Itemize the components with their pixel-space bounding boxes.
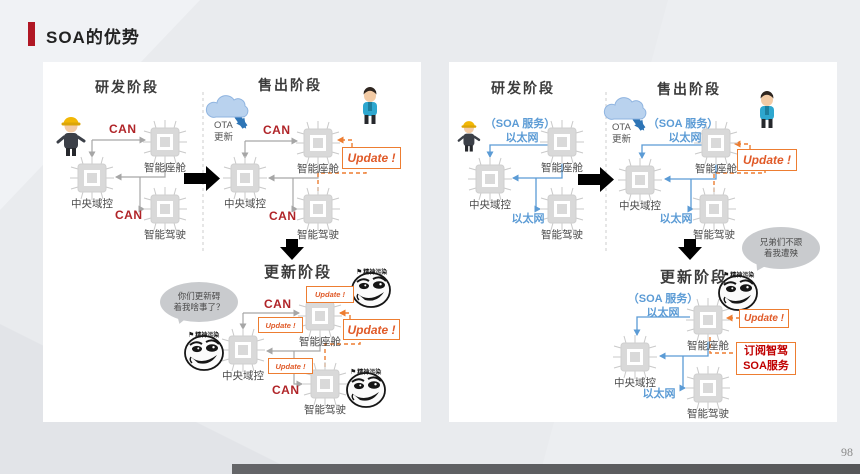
node-label-cockpit: 智能座舱 bbox=[541, 162, 583, 174]
update-callout: Update ! bbox=[737, 149, 797, 171]
bus-label-ethernet: 以太网 bbox=[659, 213, 693, 225]
speech-bubble-relief: 兄弟们不跟 着我遭殃 bbox=[742, 227, 820, 269]
slide-title: SOA的优势 bbox=[46, 28, 140, 47]
phase-header-update: 更新阶段 bbox=[264, 264, 333, 281]
node-label-driving: 智能驾驶 bbox=[693, 229, 735, 241]
node-label-central: 中央域控 bbox=[71, 198, 113, 210]
bus-label-can: CAN bbox=[269, 209, 297, 223]
phase-header-update: 更新阶段 bbox=[660, 269, 729, 286]
update-callout: Update ! bbox=[268, 358, 313, 374]
bus-label-ethernet: 以太网 bbox=[505, 132, 539, 144]
node-label-central: 中央域控 bbox=[224, 198, 266, 210]
node-label-cockpit: 智能座舱 bbox=[297, 163, 339, 175]
node-label-cockpit: 智能座舱 bbox=[144, 162, 186, 174]
bus-label-can: CAN bbox=[264, 297, 292, 311]
subscribe-soa-service-callout: 订阅智驾 SOA服务 bbox=[736, 342, 796, 375]
node-label-driving: 智能驾驶 bbox=[687, 408, 729, 420]
node-label-central: 中央域控 bbox=[619, 200, 661, 212]
node-label-central: 中央域控 bbox=[614, 377, 656, 389]
ota-update-label: OTA 更新 bbox=[612, 122, 632, 146]
meme-flag-icon: ⚑精神污染 bbox=[723, 272, 755, 279]
soa-service-label: （SOA 服务） bbox=[484, 118, 556, 130]
node-label-driving: 智能驾驶 bbox=[297, 229, 339, 241]
bus-label-can: CAN bbox=[109, 122, 137, 136]
update-callout: Update ! bbox=[343, 319, 400, 340]
node-label-central: 中央域控 bbox=[469, 199, 511, 211]
soa-service-label: （SOA 服务） bbox=[647, 118, 719, 130]
node-label-driving: 智能驾驶 bbox=[144, 229, 186, 241]
soa-service-label: （SOA 服务） bbox=[627, 293, 699, 305]
update-callout: Update ! bbox=[739, 309, 789, 328]
page-number: 98 bbox=[841, 445, 853, 459]
speech-bubble-complaint: 你们更新碍 着我啥事了？ bbox=[160, 282, 238, 322]
bus-label-ethernet: 以太网 bbox=[511, 213, 545, 225]
node-label-cockpit: 智能座舱 bbox=[695, 163, 737, 175]
meme-flag-icon: ⚑精神污染 bbox=[188, 332, 220, 339]
phase-header-sold: 售出阶段 bbox=[657, 81, 721, 97]
phase-header-rd: 研发阶段 bbox=[95, 79, 159, 95]
update-callout: Update ! bbox=[342, 147, 401, 169]
ota-update-label: OTA 更新 bbox=[214, 120, 234, 144]
node-label-cockpit: 智能座舱 bbox=[687, 340, 729, 352]
bus-label-ethernet: 以太网 bbox=[668, 132, 702, 144]
bus-label-ethernet: 以太网 bbox=[642, 388, 676, 400]
meme-flag-icon: ⚑精神污染 bbox=[350, 369, 382, 376]
meme-flag-icon: ⚑精神污染 bbox=[356, 269, 388, 276]
node-label-driving: 智能驾驶 bbox=[541, 229, 583, 241]
title-accent-bar bbox=[28, 22, 35, 46]
bus-label-can: CAN bbox=[263, 123, 291, 137]
bus-label-can: CAN bbox=[272, 383, 300, 397]
node-label-central: 中央域控 bbox=[222, 370, 264, 382]
bottom-edge-bar bbox=[232, 464, 860, 474]
bus-label-ethernet: 以太网 bbox=[646, 307, 680, 319]
node-label-cockpit: 智能座舱 bbox=[299, 336, 341, 348]
node-label-driving: 智能驾驶 bbox=[304, 404, 346, 416]
phase-header-rd: 研发阶段 bbox=[491, 80, 555, 96]
update-callout: Update ! bbox=[306, 286, 354, 303]
update-callout: Update ! bbox=[258, 317, 303, 333]
bus-label-can: CAN bbox=[115, 208, 143, 222]
phase-header-sold: 售出阶段 bbox=[258, 77, 322, 93]
